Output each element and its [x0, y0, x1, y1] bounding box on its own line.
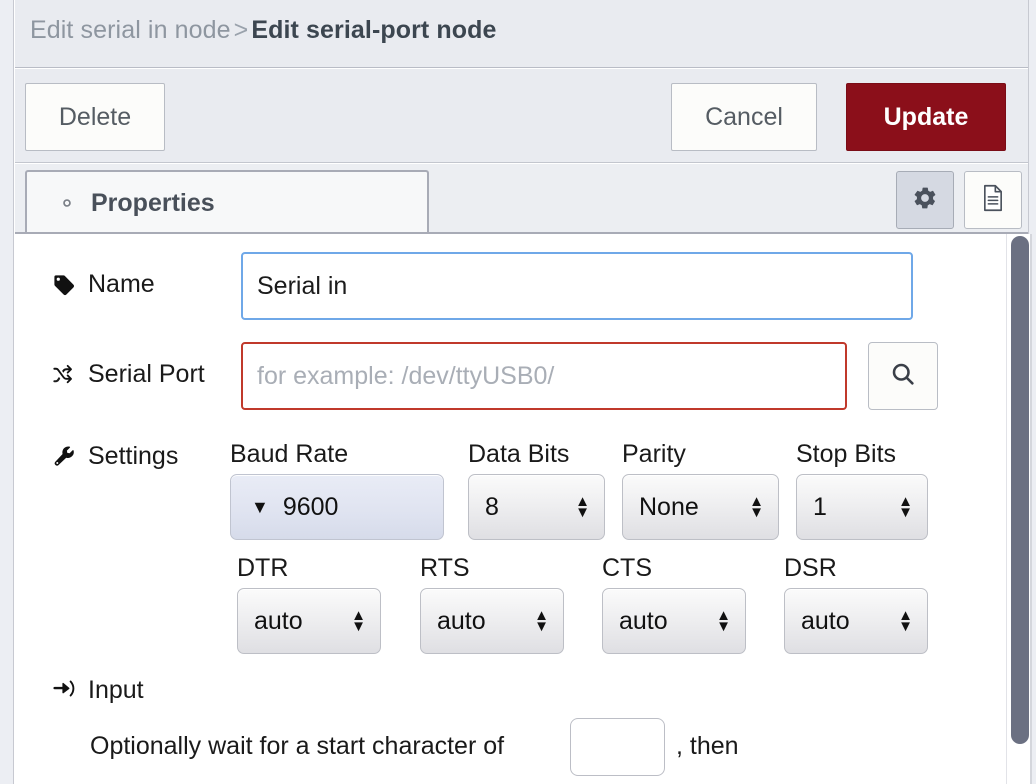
name-label: Name	[50, 270, 155, 299]
update-button[interactable]: Update	[846, 83, 1006, 151]
window-left-gutter	[0, 0, 14, 784]
baud-rate-select[interactable]: ▼ 9600	[230, 474, 444, 540]
description-toolbar-button[interactable]	[964, 171, 1022, 229]
breadcrumb-parent[interactable]: Edit serial in node	[30, 16, 231, 44]
chevron-down-icon: ▼	[251, 497, 269, 517]
wrench-icon	[50, 445, 78, 469]
spinner-arrows-icon: ▲▼	[716, 607, 731, 635]
serial-port-label-text: Serial Port	[88, 360, 205, 388]
scrollbar-edge	[1030, 234, 1032, 784]
data-bits-label: Data Bits	[468, 440, 570, 468]
tab-strip: Properties	[15, 164, 1028, 234]
tab-underline	[15, 232, 1028, 234]
properties-form: Name Serial Port	[15, 234, 1028, 784]
spinner-arrows-icon: ▲▼	[898, 493, 913, 521]
breadcrumb-separator: >	[233, 16, 249, 44]
rts-select[interactable]: auto ▲▼	[420, 588, 564, 654]
spinner-arrows-icon: ▲▼	[351, 607, 366, 635]
dtr-label: DTR	[237, 554, 289, 582]
stop-bits-label: Stop Bits	[796, 440, 897, 468]
settings-toolbar-button[interactable]	[896, 171, 954, 229]
parity-value: None	[639, 492, 699, 521]
stop-bits-value: 1	[813, 492, 827, 521]
delete-button[interactable]: Delete	[25, 83, 165, 151]
tab-properties-label: Properties	[91, 188, 215, 217]
cancel-button[interactable]: Cancel	[671, 83, 817, 151]
search-icon	[889, 360, 917, 393]
data-bits-select[interactable]: 8 ▲▼	[468, 474, 605, 540]
spinner-arrows-icon: ▲▼	[575, 493, 590, 521]
start-character-sentence-before: Optionally wait for a start character of	[90, 732, 505, 760]
stop-bits-select[interactable]: 1 ▲▼	[796, 474, 928, 540]
parity-label: Parity	[622, 440, 686, 468]
cts-value: auto	[619, 606, 668, 635]
document-icon	[980, 184, 1006, 217]
dialog-action-bar: Delete Cancel Update	[15, 69, 1028, 163]
gear-icon	[912, 185, 938, 216]
shuffle-icon	[50, 363, 78, 387]
name-label-text: Name	[88, 270, 155, 298]
dsr-value: auto	[801, 606, 850, 635]
spinner-arrows-icon: ▲▼	[534, 607, 549, 635]
data-bits-value: 8	[485, 492, 499, 521]
start-character-input[interactable]	[570, 718, 665, 776]
dsr-label: DSR	[784, 554, 837, 582]
breadcrumb-current: Edit serial-port node	[251, 16, 497, 44]
tag-icon	[50, 273, 78, 297]
baud-rate-value: 9600	[282, 492, 339, 521]
dtr-value: auto	[254, 606, 303, 635]
rts-value: auto	[437, 606, 486, 635]
serial-port-search-button[interactable]	[868, 342, 938, 410]
settings-label: Settings	[50, 442, 178, 471]
cts-label: CTS	[602, 554, 652, 582]
dsr-select[interactable]: auto ▲▼	[784, 588, 928, 654]
start-character-sentence-after: , then	[676, 732, 739, 760]
rts-label: RTS	[420, 554, 470, 582]
spinner-arrows-icon: ▲▼	[749, 493, 764, 521]
input-section-title: Input	[50, 676, 144, 705]
dtr-select[interactable]: auto ▲▼	[237, 588, 381, 654]
gear-icon	[55, 191, 79, 215]
parity-select[interactable]: None ▲▼	[622, 474, 779, 540]
form-scrollbar-track[interactable]	[1006, 234, 1030, 784]
breadcrumb: Edit serial in node>Edit serial-port nod…	[30, 16, 497, 45]
settings-label-text: Settings	[88, 442, 179, 470]
baud-rate-label: Baud Rate	[230, 440, 349, 468]
sign-in-icon	[50, 680, 78, 702]
tab-properties[interactable]: Properties	[25, 170, 429, 234]
spinner-arrows-icon: ▲▼	[898, 607, 913, 635]
name-input[interactable]	[241, 252, 913, 320]
form-scrollbar-thumb[interactable]	[1011, 236, 1029, 744]
dialog-header: Edit serial in node>Edit serial-port nod…	[15, 0, 1028, 68]
serial-port-label: Serial Port	[50, 360, 205, 389]
input-section-label: Input	[88, 676, 144, 704]
serial-port-input[interactable]	[241, 342, 847, 410]
cts-select[interactable]: auto ▲▼	[602, 588, 746, 654]
